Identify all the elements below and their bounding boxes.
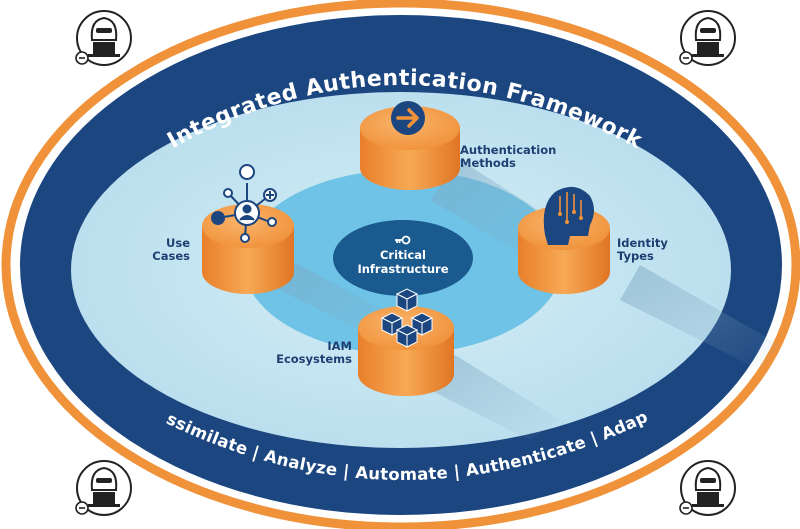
center-line1: Critical — [379, 248, 426, 262]
arrow-right-icon — [391, 101, 425, 135]
label-use-cases: Use Cases — [120, 237, 190, 263]
shadow — [420, 355, 560, 440]
label-line1: Use — [166, 236, 190, 250]
label-line2: Types — [617, 249, 654, 263]
label-line2: Ecosystems — [276, 352, 352, 366]
cylinder-use-cases — [202, 204, 294, 294]
center-oval — [333, 220, 473, 296]
label-line1: Identity — [617, 236, 668, 250]
cylinder-identity-types — [518, 206, 610, 294]
label-line2: Cases — [152, 249, 190, 263]
label-iam-ecosystems: IAM Ecosystems — [252, 340, 352, 366]
cubes-icon — [380, 288, 434, 348]
center-label: Critical Infrastructure — [328, 248, 478, 276]
label-line1: Authentication — [460, 143, 557, 157]
key-icon — [395, 235, 411, 245]
cylinder-iam-ecosystems — [358, 306, 454, 396]
label-identity-types: Identity Types — [617, 237, 668, 263]
hacker-laptop-icon — [679, 460, 736, 516]
hacker-laptop-icon — [75, 10, 132, 66]
label-authentication-methods: Authentication Methods — [460, 144, 556, 170]
center-line2: Infrastructure — [357, 262, 449, 276]
ai-head-icon — [543, 186, 594, 245]
label-line2: Methods — [460, 156, 516, 170]
network-user-icon — [211, 164, 277, 243]
hacker-laptop-icon — [679, 10, 736, 66]
shadow — [620, 265, 780, 370]
label-line1: IAM — [327, 339, 352, 353]
hacker-laptop-icon — [75, 460, 132, 516]
